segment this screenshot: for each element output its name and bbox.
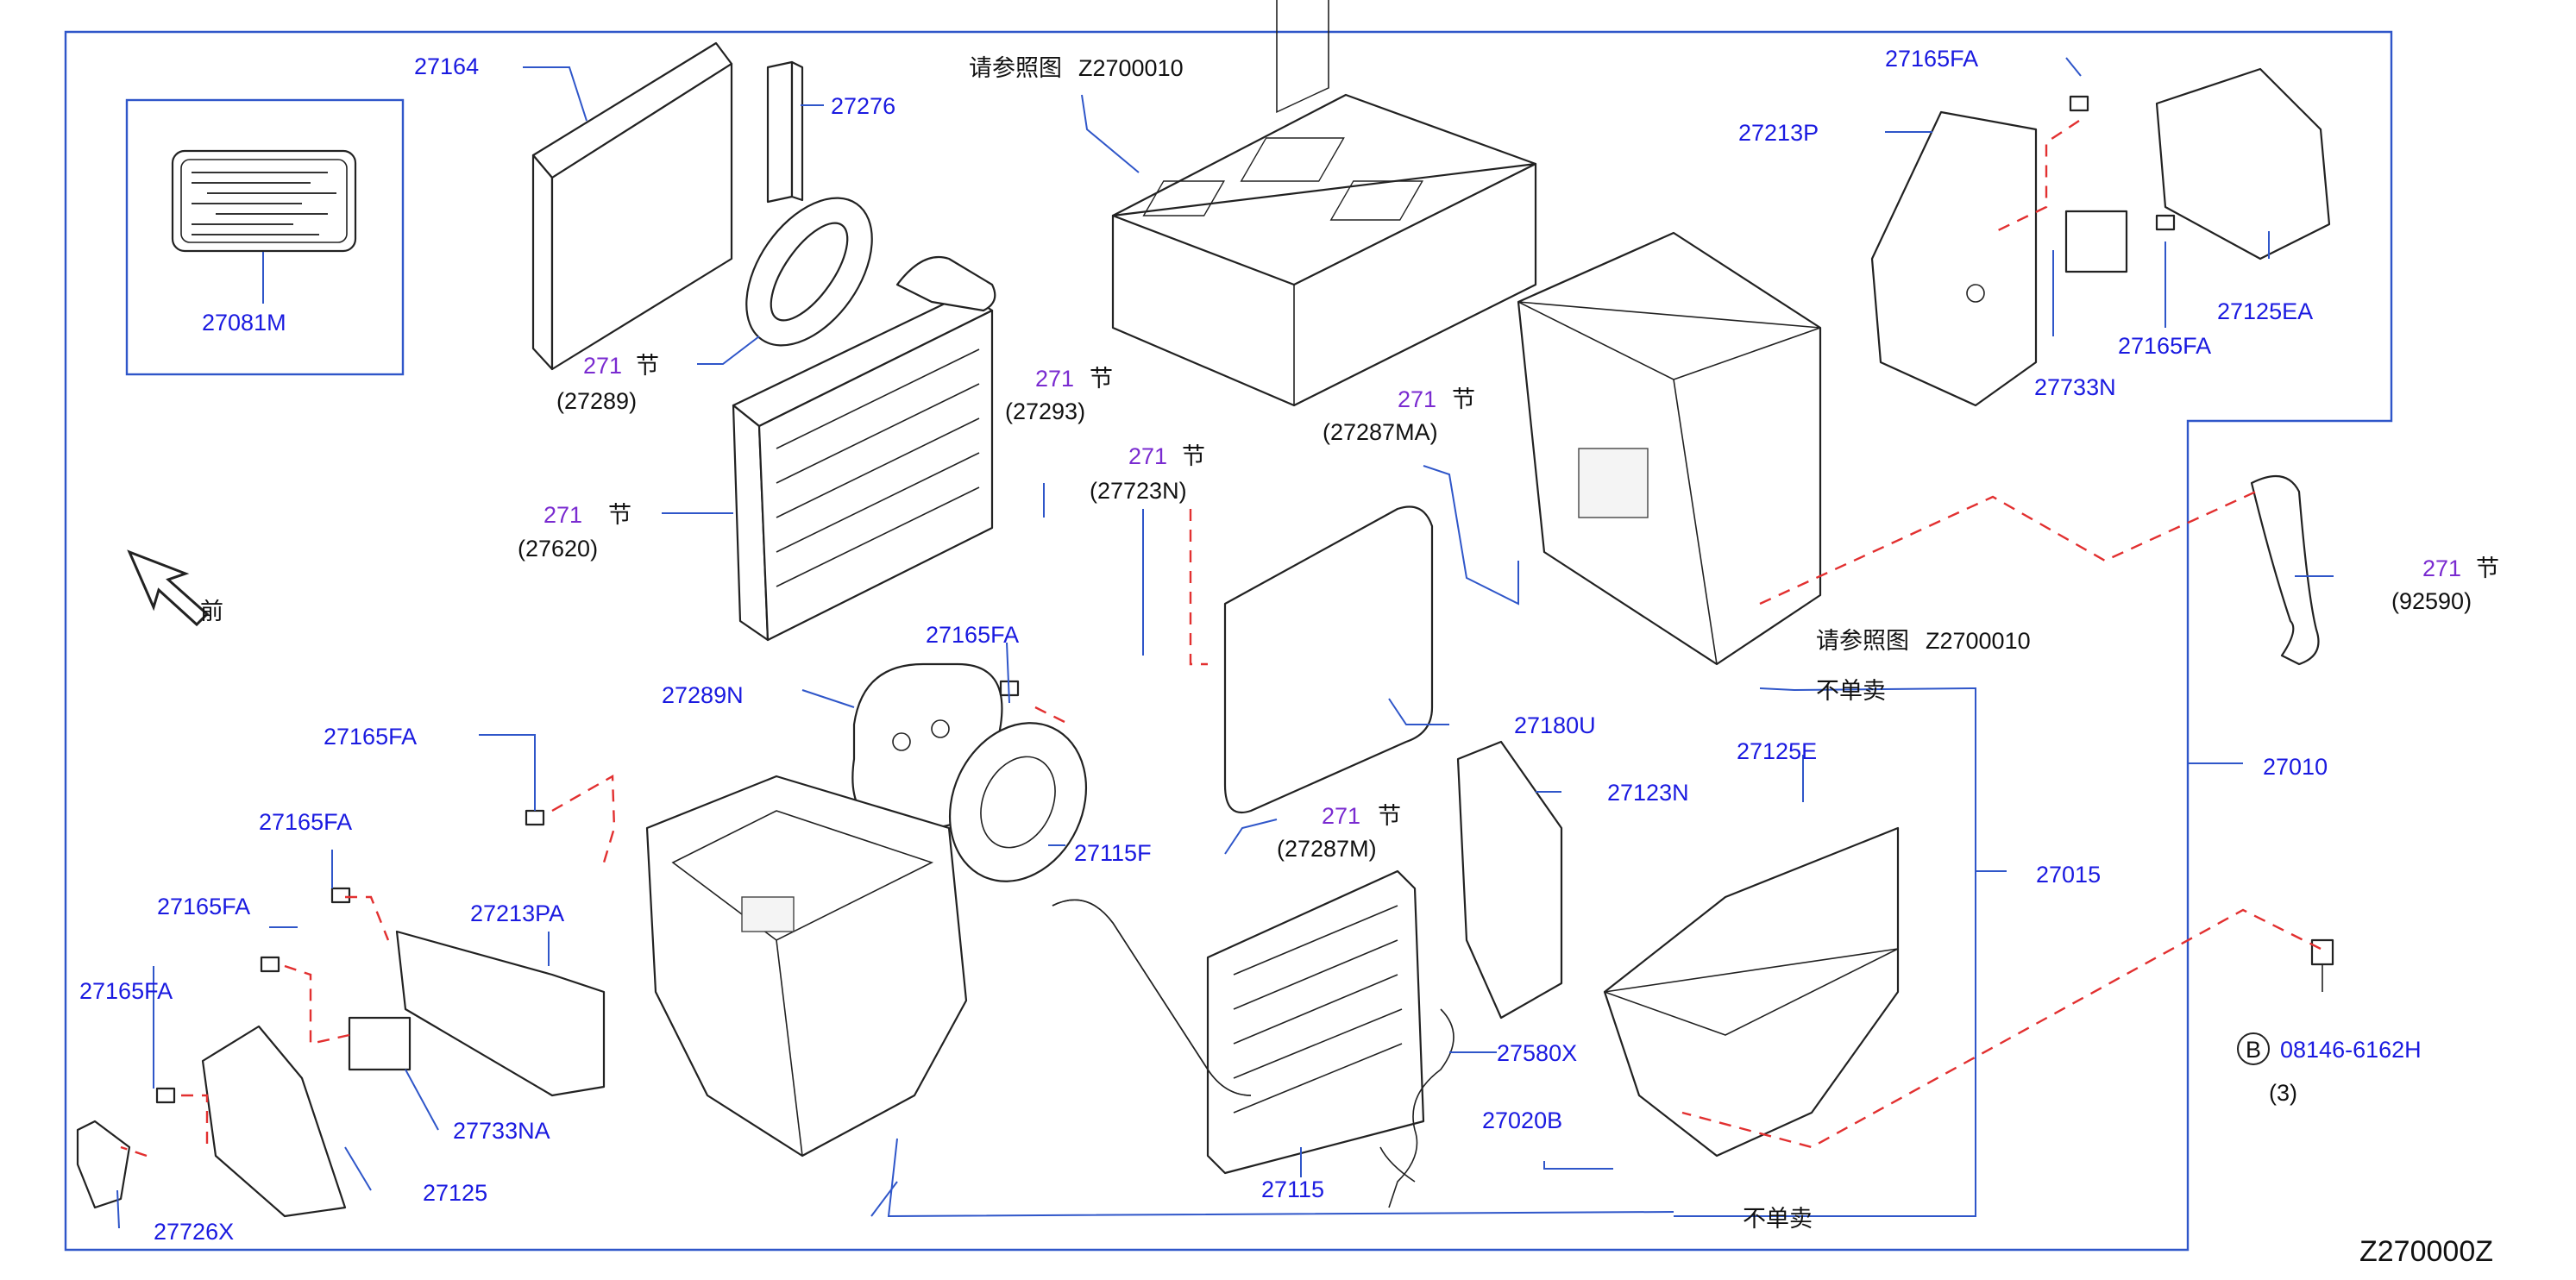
badge-letter: B <box>2246 1037 2261 1063</box>
section-ref-27723N: (27723N) <box>1090 478 1187 504</box>
part-label-27276[interactable]: 27276 <box>831 93 895 119</box>
part-label-27010[interactable]: 27010 <box>2263 754 2328 780</box>
section-ref-27620: (27620) <box>518 536 598 562</box>
door-27180U-icon <box>1223 0 1434 813</box>
right-upper-case-icon <box>1517 231 1822 666</box>
bolt-icon <box>2310 938 2334 992</box>
section-number[interactable]: 271 <box>1322 803 1360 829</box>
section-ref-27287M: (27287M) <box>1277 836 1377 862</box>
diagram-frame <box>64 30 2393 1252</box>
section-number[interactable]: 271 <box>1398 386 1436 412</box>
section-ref-92590: (92590) <box>2391 588 2472 614</box>
section-ref-27293: (27293) <box>1005 398 1085 424</box>
evaporator-icon <box>732 255 996 642</box>
section-suffix: 节 <box>608 502 631 529</box>
dash-line <box>181 1094 209 1147</box>
part-label-27020B[interactable]: 27020B <box>1482 1107 1562 1133</box>
section-ref-27289: (27289) <box>556 388 637 414</box>
duct-ring-icon <box>745 197 873 347</box>
not-sold-note: 不单卖 <box>1743 1206 1813 1233</box>
fan-icon <box>948 722 1088 882</box>
part-label-27165FA-6[interactable]: 27165FA <box>157 894 250 919</box>
case-27125E-icon <box>1603 826 1900 1158</box>
section-number[interactable]: 271 <box>583 353 622 379</box>
part-label-27125[interactable]: 27125 <box>423 1180 487 1206</box>
part-label-27726X[interactable]: 27726X <box>154 1219 234 1245</box>
part-label-27733N[interactable]: 27733N <box>2034 374 2116 400</box>
upper-hvac-case-icon <box>1111 93 1537 407</box>
badge-b-icon <box>2237 1032 2270 1065</box>
part-label-27165FA-5[interactable]: 27165FA <box>259 809 352 835</box>
section-ref-27287MA: (27287MA) <box>1323 419 1438 445</box>
section-suffix: 节 <box>1378 803 1401 830</box>
filter-label-icon <box>171 149 357 253</box>
front-label: 前 <box>200 599 223 625</box>
dash-line <box>120 1145 148 1158</box>
part-label-27115F[interactable]: 27115F <box>1074 840 1152 866</box>
part-label-27165FA-2[interactable]: 27165FA <box>2118 333 2211 359</box>
sensor-wire-icon <box>1379 1008 1454 1208</box>
dash-line <box>345 895 390 941</box>
ref-note-code[interactable]: Z2700010 <box>1926 628 2031 654</box>
part-label-27213PA[interactable]: 27213PA <box>470 900 564 926</box>
section-suffix: 节 <box>2476 555 2499 582</box>
section-suffix: 节 <box>636 353 659 380</box>
left-housing-icon <box>76 930 606 1218</box>
part-label-27081M[interactable]: 27081M <box>202 310 286 336</box>
part-label-27289N[interactable]: 27289N <box>662 682 744 708</box>
dash-line <box>1681 908 2322 1149</box>
part-label-27164[interactable]: 27164 <box>414 53 479 79</box>
dash-line <box>1189 509 1208 666</box>
diagram-code: Z270000Z <box>2359 1235 2493 1268</box>
front-arrow-icon <box>127 549 210 627</box>
part-label-27733NA[interactable]: 27733NA <box>453 1118 550 1144</box>
dash-line <box>1759 490 2257 605</box>
part-label-27165FA-3[interactable]: 27165FA <box>926 622 1019 648</box>
ref-note-code[interactable]: Z2700010 <box>1078 55 1184 81</box>
part-label-27165FA-1[interactable]: 27165FA <box>1885 46 1978 72</box>
section-number[interactable]: 271 <box>1128 443 1167 469</box>
part-label-27213P[interactable]: 27213P <box>1738 120 1819 146</box>
filter-27164-icon <box>531 41 733 371</box>
part-label-27180U[interactable]: 27180U <box>1514 712 1596 738</box>
not-sold-note: 不单卖 <box>1816 678 1886 705</box>
ref-note-label: 请参照图 <box>1816 628 1909 655</box>
part-label-27165FA-7[interactable]: 27165FA <box>79 978 173 1004</box>
seal-27276-icon <box>766 60 804 204</box>
part-label-27165FA-4[interactable]: 27165FA <box>324 724 417 750</box>
inset-box <box>125 98 405 376</box>
part-qty: (3) <box>2269 1080 2297 1106</box>
section-suffix: 节 <box>1090 366 1113 392</box>
section-number[interactable]: 271 <box>543 502 582 528</box>
section-suffix: 节 <box>1452 386 1475 413</box>
dash-line <box>1034 706 1071 726</box>
blower-housing-icon <box>1870 67 2331 407</box>
part-label-27125EA[interactable]: 27125EA <box>2217 298 2313 324</box>
part-label-27015[interactable]: 27015 <box>2036 862 2101 888</box>
heater-core-icon <box>1052 869 1425 1175</box>
section-number[interactable]: 271 <box>2422 555 2461 581</box>
part-label-08146-6162H[interactable]: 08146-6162H <box>2280 1037 2422 1063</box>
section-suffix: 节 <box>1182 443 1205 470</box>
dash-line <box>1992 119 2080 235</box>
section-number[interactable]: 271 <box>1035 366 1074 392</box>
part-label-27123N[interactable]: 27123N <box>1607 780 1689 806</box>
dash-line <box>551 774 616 863</box>
ref-note-label: 请参照图 <box>969 55 1062 82</box>
part-label-27580X[interactable]: 27580X <box>1497 1040 1577 1066</box>
part-label-27125E[interactable]: 27125E <box>1737 738 1817 764</box>
resistor-icon <box>2064 210 2128 273</box>
lower-hvac-case-icon <box>645 775 968 1158</box>
seal-27123N-icon <box>1456 740 1563 1020</box>
leader-lines <box>116 57 2334 1229</box>
dash-line <box>284 964 350 1045</box>
part-label-27115[interactable]: 27115 <box>1261 1176 1324 1202</box>
pipe-icon <box>2250 474 2320 666</box>
